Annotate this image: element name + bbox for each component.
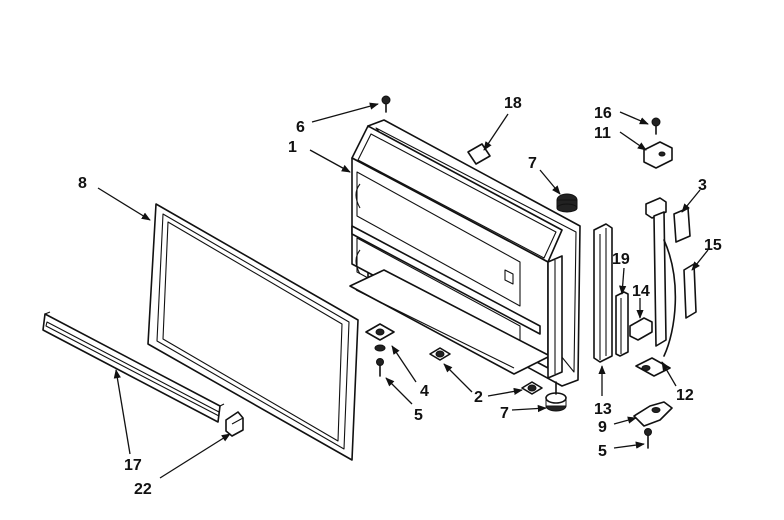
callout-9: 9: [598, 419, 607, 436]
callout-14: 14: [632, 283, 650, 300]
callout-22: 22: [134, 481, 152, 498]
upper-hinge: [643, 117, 673, 169]
callout-2: 2: [474, 389, 483, 406]
callout-18: 18: [504, 95, 522, 112]
leader-lines: [97, 102, 709, 479]
callout-7-bottom: 7: [500, 405, 509, 422]
channel-strip: [593, 223, 613, 363]
callout-5-right: 5: [598, 443, 607, 460]
callout-3: 3: [698, 177, 707, 194]
callout-12: 12: [676, 387, 694, 404]
side-plates: [673, 207, 697, 319]
callout-16: 16: [594, 105, 612, 122]
callout-17: 17: [124, 457, 142, 474]
callout-19: 19: [612, 251, 630, 268]
callout-5-left: 5: [414, 407, 423, 424]
callout-6: 6: [296, 119, 305, 136]
bottom-bushing: [521, 381, 567, 412]
callout-4: 4: [420, 383, 429, 400]
end-cap: [225, 411, 244, 437]
callout-8: 8: [78, 175, 87, 192]
callout-7-top: 7: [528, 155, 537, 172]
callout-15: 15: [704, 237, 722, 254]
trim-strip: [42, 311, 225, 423]
bottom-hinge-left: [365, 323, 451, 377]
callout-1: 1: [288, 139, 297, 156]
hinge-arm: [629, 197, 677, 377]
callout-11: 11: [594, 125, 611, 142]
hinge-bar: [615, 291, 629, 357]
callout-labels: 8 1 6 18 7 16 11 3 15 19 14 12 13 9 5 4 …: [78, 95, 722, 498]
screw-top: [381, 95, 391, 113]
callout-13: 13: [594, 401, 612, 418]
bottom-hinge-right: [633, 401, 673, 449]
door-gasket: [147, 203, 359, 461]
plug-top: [556, 193, 578, 213]
door-liner: [349, 119, 581, 387]
